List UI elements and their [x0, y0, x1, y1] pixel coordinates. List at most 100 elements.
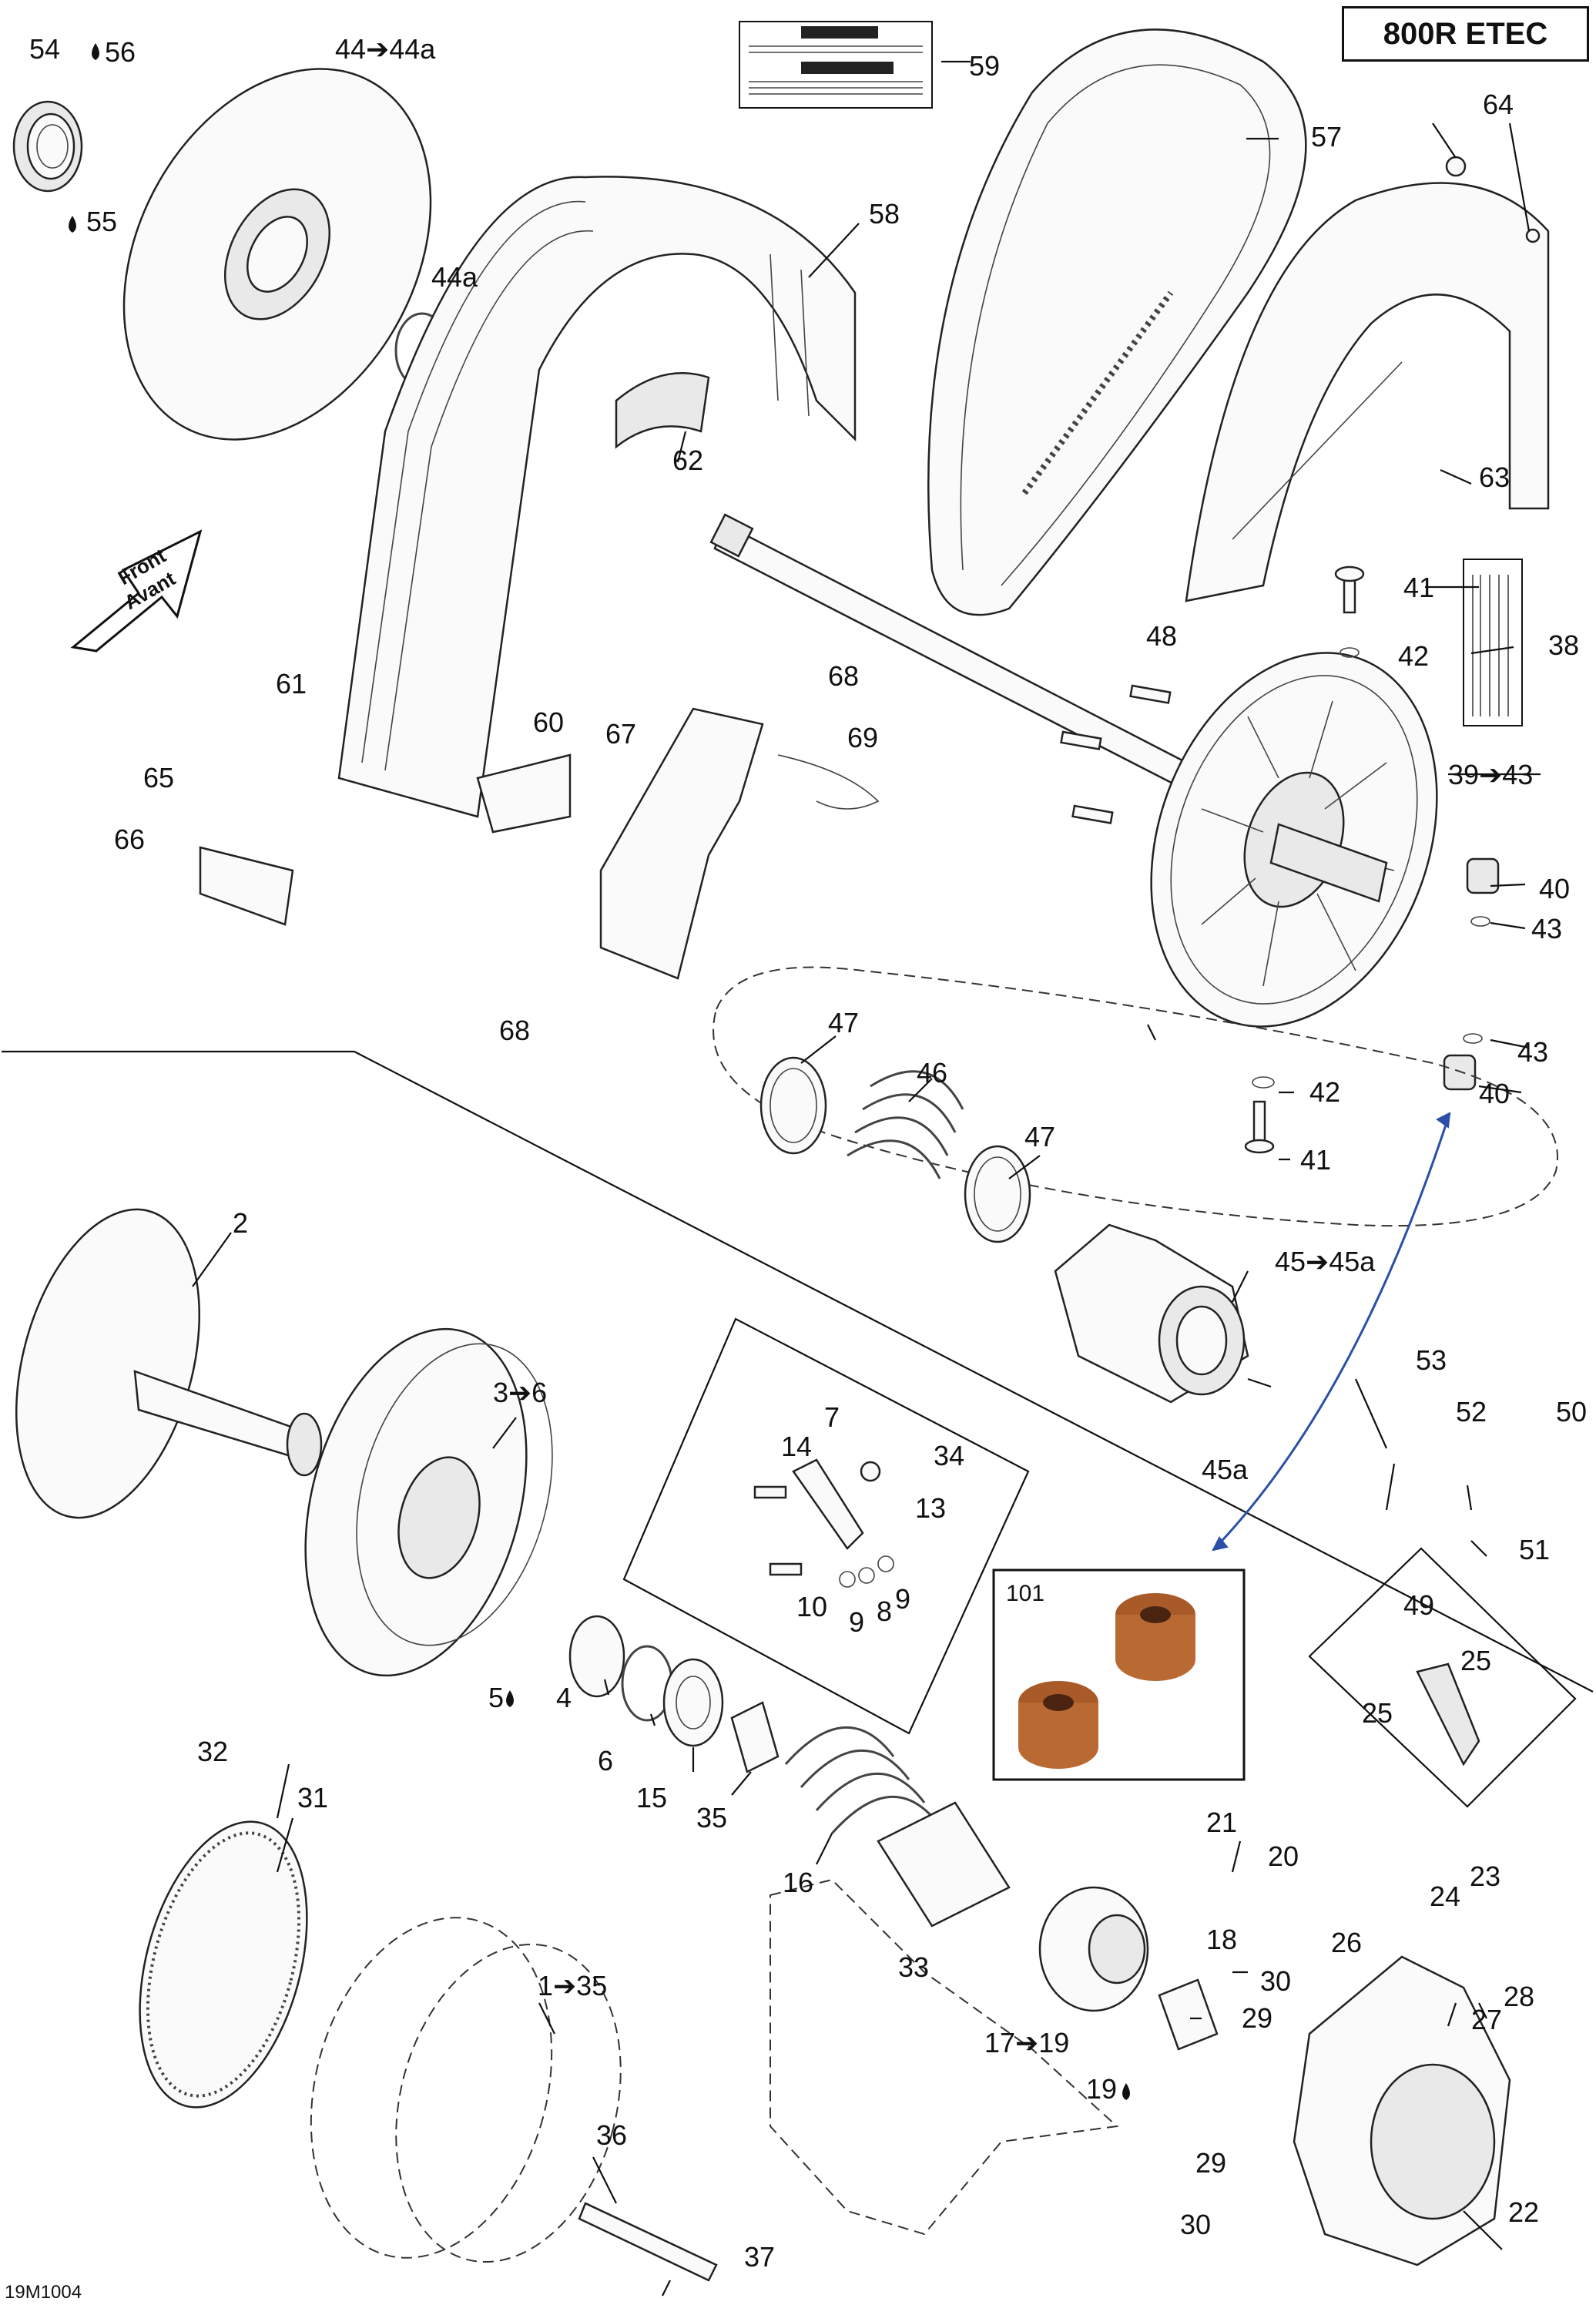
callout-69: 69 [847, 722, 878, 753]
callout-19: 19 [1086, 2073, 1117, 2105]
callout-21: 21 [1206, 1807, 1237, 1838]
callout-51: 51 [1519, 1534, 1550, 1565]
callout-15: 15 [636, 1782, 667, 1813]
callout-32: 32 [197, 1736, 228, 1767]
mounting-brackets-part [199, 707, 880, 980]
info-label-part [1463, 559, 1523, 726]
callout-47-left: 47 [828, 1007, 859, 1038]
callout-17: 17➔19 [984, 2027, 1069, 2058]
front-direction-arrow: Front Avant [70, 529, 203, 653]
callout-36: 36 [596, 2119, 627, 2151]
driven-pulley-part [1150, 652, 1438, 1028]
callout-68-lower: 68 [499, 1015, 530, 1046]
drive-spring-part [784, 1726, 941, 1834]
callout-22: 22 [1508, 2196, 1539, 2228]
drive-pulley-assembly-part [310, 1917, 622, 2263]
callout-47-right: 47 [1024, 1121, 1055, 1152]
callout-48: 48 [1146, 620, 1177, 652]
callout-4: 4 [556, 1682, 572, 1713]
callout-34: 34 [934, 1440, 964, 1471]
sleeve-part [877, 1801, 1011, 1927]
callout-68-upper: 68 [828, 660, 859, 692]
grommet-part [1445, 156, 1467, 177]
callout-40-lower: 40 [1479, 1078, 1510, 1109]
callout-45a: 45a [1202, 1454, 1249, 1485]
callout-1: 1➔35 [538, 1970, 607, 2001]
callout-44a: 44a [431, 261, 478, 293]
drawing-code: 19M1004 [5, 2282, 82, 2303]
callout-64: 64 [1483, 89, 1514, 120]
callout-16: 16 [783, 1867, 813, 1898]
spider-part [1038, 1886, 1149, 2012]
callout-6: 6 [598, 1745, 613, 1777]
callout-41-upper: 41 [1403, 572, 1434, 603]
callout-49: 49 [1403, 1589, 1434, 1621]
lubrication-drop-icon [69, 43, 1130, 2100]
callout-56: 56 [105, 36, 136, 68]
chassis-outline [770, 1878, 1119, 2236]
callout-30-upper: 30 [1260, 1965, 1291, 1997]
callout-37: 37 [744, 2241, 775, 2273]
callout-60: 60 [533, 706, 564, 738]
callout-20: 20 [1268, 1840, 1299, 1872]
callout-67: 67 [605, 718, 636, 750]
bushing-rings-part [568, 1615, 780, 1773]
callout-40-upper: 40 [1539, 873, 1570, 904]
callout-62: 62 [672, 445, 703, 476]
spring-assembly-part [759, 1056, 1031, 1243]
callout-13: 13 [915, 1492, 946, 1524]
lever-detail-frame [622, 1317, 1030, 1735]
bushing-part [1158, 1978, 1219, 2051]
callout-65: 65 [143, 762, 174, 793]
drive-housing-part [1293, 1955, 1511, 2266]
callout-61: 61 [276, 668, 307, 700]
fixed-sheave-part [122, 68, 432, 441]
arm-part [1416, 1662, 1480, 1766]
callout-30-lower: 30 [1180, 2209, 1211, 2240]
callout-35: 35 [696, 1802, 727, 1834]
callout-10: 10 [796, 1591, 827, 1622]
callout-25-right: 25 [1460, 1645, 1491, 1676]
callout-44: 44➔44a [335, 33, 436, 65]
callout-26: 26 [1331, 1927, 1362, 1958]
callout-14: 14 [781, 1431, 812, 1462]
callout-18: 18 [1206, 1924, 1237, 1955]
callout-27: 27 [1471, 2004, 1502, 2035]
callout-42-lower: 42 [1309, 1076, 1340, 1108]
callout-50: 50 [1556, 1396, 1587, 1428]
callout-38: 38 [1548, 629, 1579, 661]
callout-55: 55 [86, 206, 117, 237]
callout-43-lower: 43 [1517, 1036, 1548, 1068]
callout-101: 101 [1006, 1581, 1044, 1606]
callout-9-right: 9 [895, 1583, 910, 1615]
callout-5: 5 [488, 1682, 504, 1713]
hardware-parts-upper [1060, 565, 1500, 1154]
callout-7: 7 [824, 1401, 840, 1433]
reference-arrow [1212, 1112, 1451, 1552]
callout-59: 59 [969, 50, 1000, 82]
callout-53: 53 [1416, 1344, 1447, 1376]
warning-label-part [739, 21, 933, 109]
rivet-part [1525, 228, 1541, 243]
callout-58: 58 [869, 198, 900, 230]
cam-part [1054, 1223, 1249, 1404]
drive-movable-sheave-part [304, 1327, 553, 1677]
callout-33: 33 [898, 1951, 929, 1983]
callout-29-upper: 29 [1242, 2002, 1272, 2034]
callout-8: 8 [877, 1595, 892, 1627]
seal-part [12, 100, 83, 193]
outer-belt-guard-part [1185, 182, 1550, 602]
callout-42-upper: 42 [1398, 640, 1429, 672]
callout-23: 23 [1470, 1860, 1500, 1892]
rubber-block-part [615, 372, 710, 449]
callout-66: 66 [114, 824, 145, 855]
arm-detail-frame [1308, 1547, 1577, 1808]
callout-63: 63 [1479, 461, 1510, 493]
reference-arrowheads [1212, 1112, 1451, 1552]
callout-28: 28 [1504, 1981, 1534, 2012]
bolt-part [578, 2202, 718, 2282]
inset-part-box [992, 1568, 1246, 1781]
callout-46: 46 [917, 1057, 947, 1089]
